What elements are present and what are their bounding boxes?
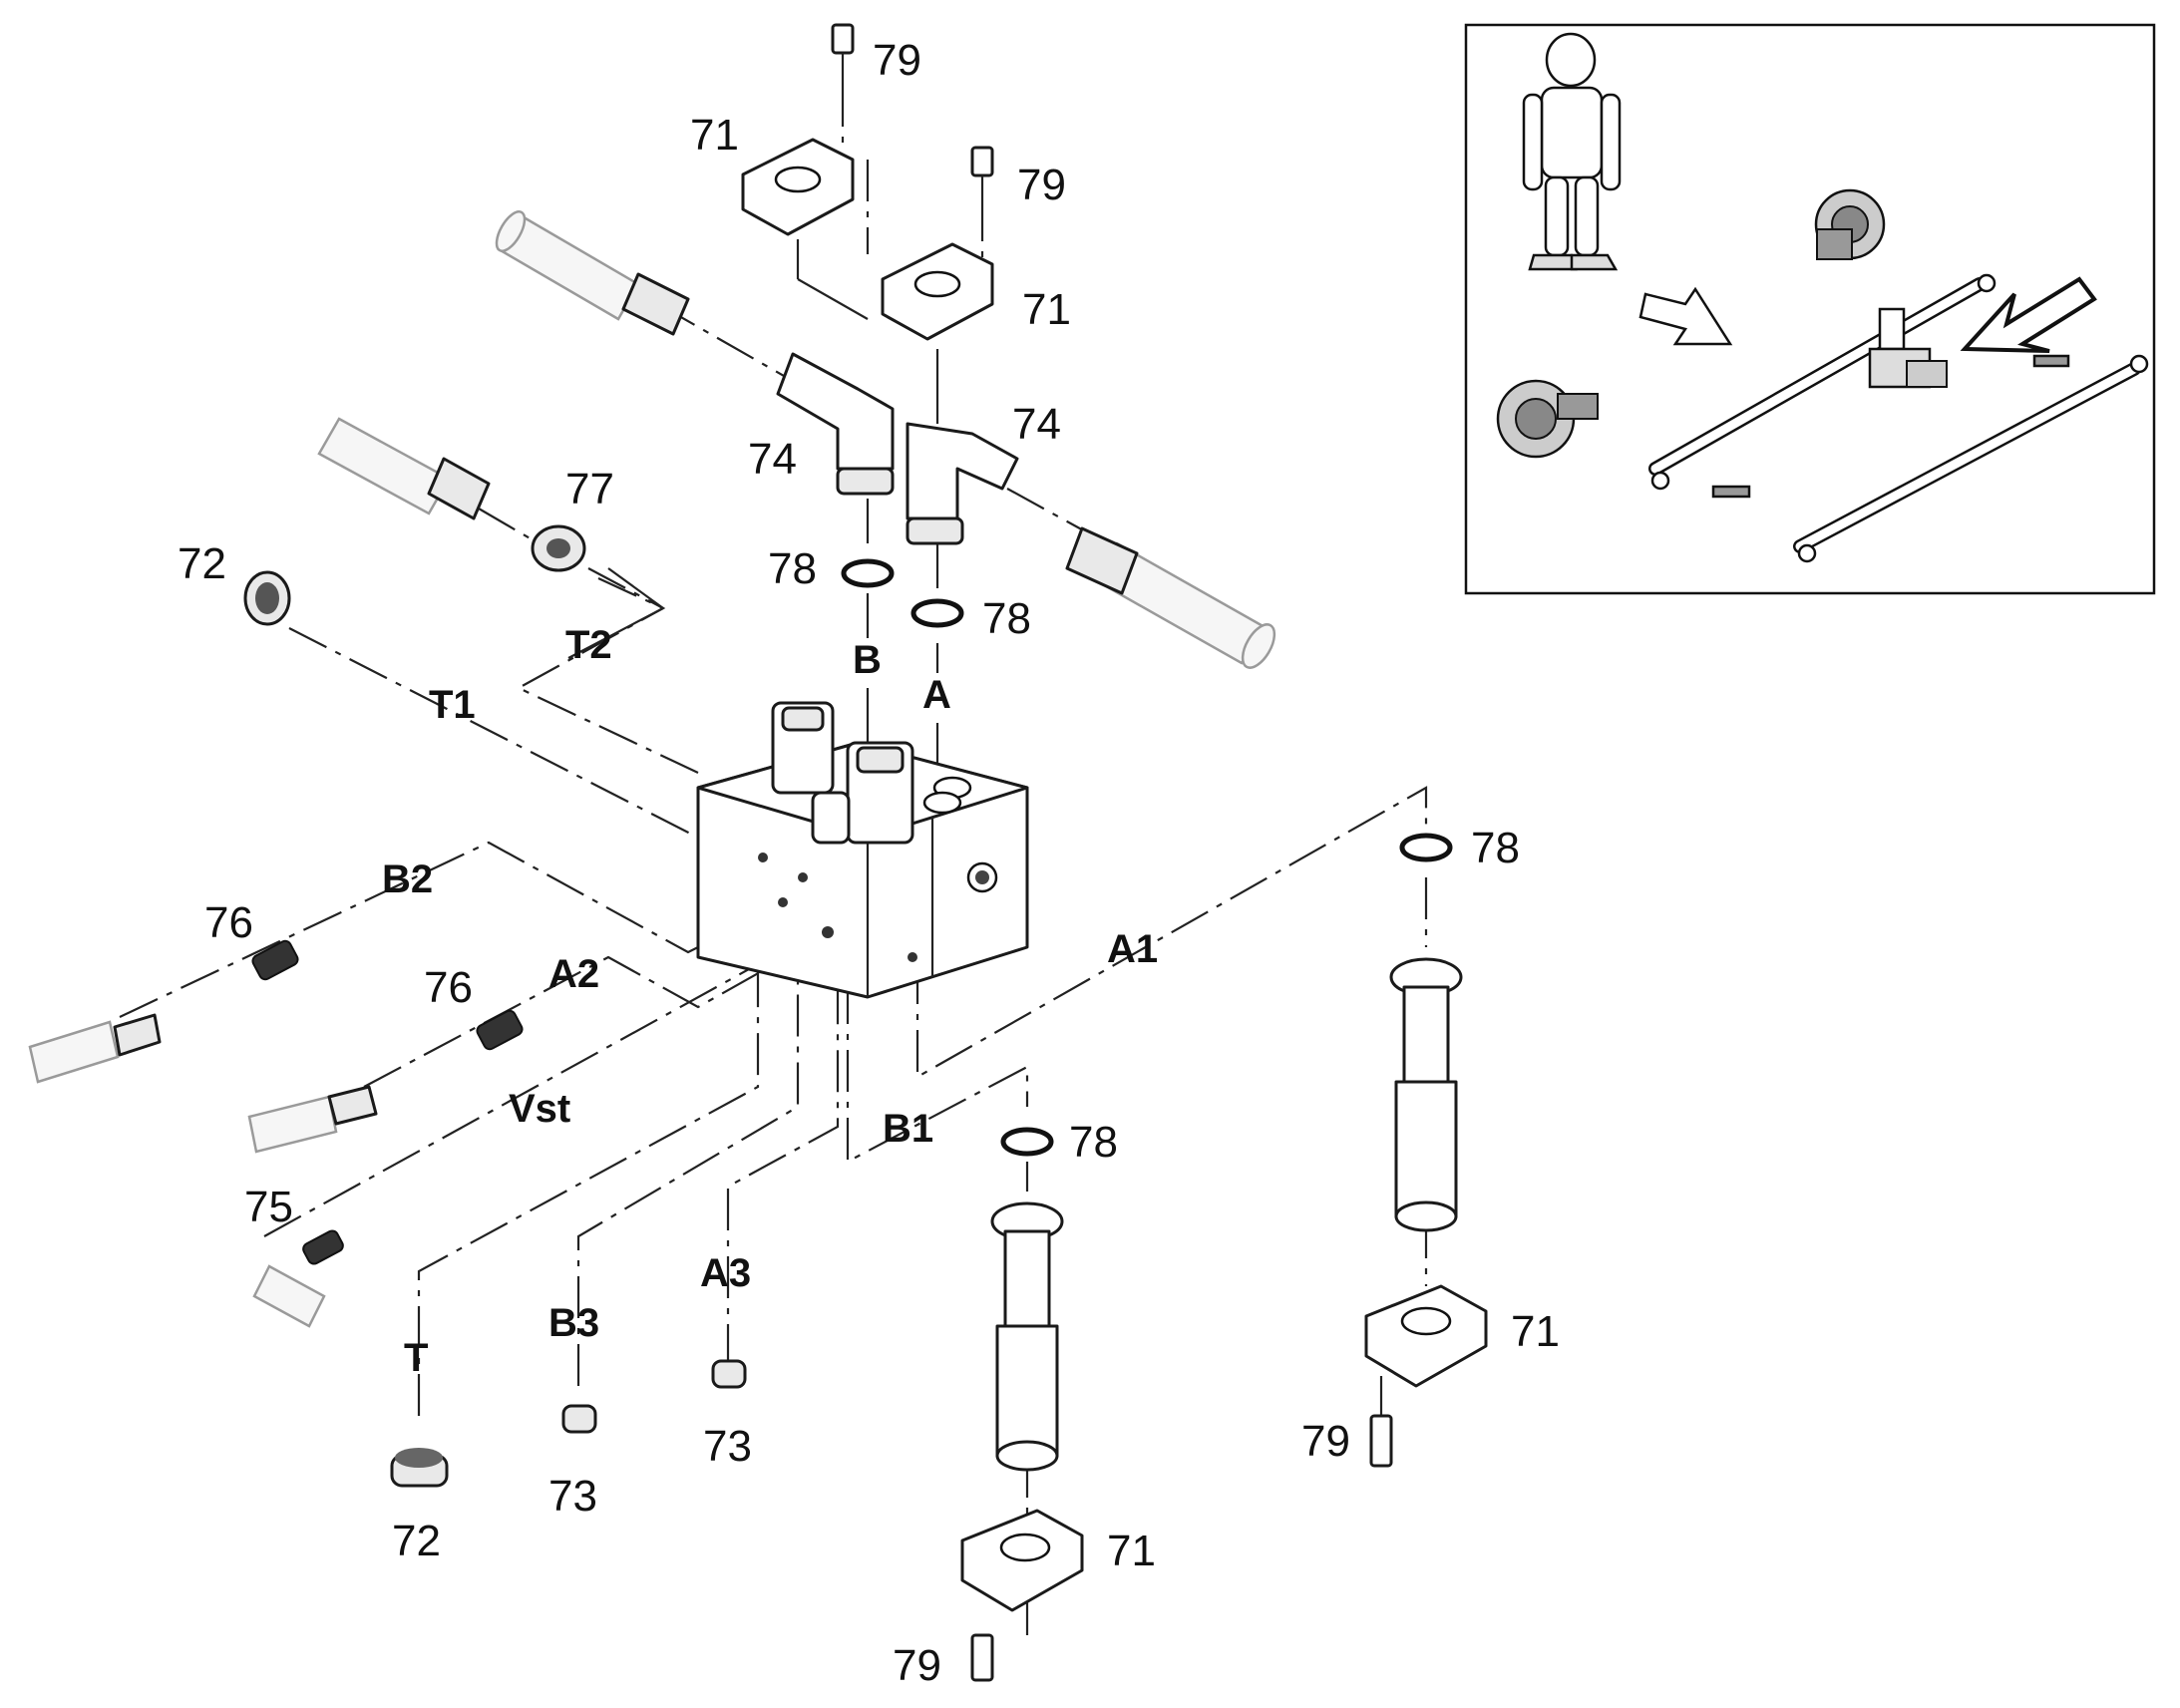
hose-upper-left [495,210,690,336]
callout-78: 78 [1471,824,1520,872]
adapter-77 [531,524,586,572]
fitting-icon [1711,354,2070,499]
port-label-A3: A3 [700,1251,751,1295]
fitting-75 [302,1229,344,1265]
elbow-fitting-74-left [776,352,895,496]
cylinder-upper [1648,273,1997,491]
callout-79: 79 [873,36,921,85]
cylinder-lower [1793,354,2149,563]
split-flange-71 [741,138,1488,1612]
port-label-A: A [922,673,951,717]
port-label-B3: B3 [548,1301,599,1345]
callout-73: 73 [703,1422,752,1471]
plug-73 [561,1359,747,1434]
port-label-A2: A2 [548,952,599,996]
callout-71: 71 [1511,1307,1560,1356]
port-label-B1: B1 [883,1107,933,1151]
callout-71: 71 [1107,1527,1156,1575]
hose-middle-left [317,417,491,520]
travel-drive-icon [1814,188,1886,260]
callout-73: 73 [548,1472,597,1521]
callout-75: 75 [244,1183,293,1231]
hose-end-ghost [28,1013,378,1328]
connection-lines [119,85,1428,1635]
fitting-76 [251,939,524,1051]
callout-72: 72 [392,1517,441,1565]
flanged-tube-a1 [1389,957,1463,1232]
callout-74: 74 [748,435,797,484]
port-label-B: B [853,638,882,682]
plug-72 [243,570,449,1488]
callout-78: 78 [1069,1118,1118,1167]
location-arrow-icon [1960,276,2097,353]
callout-76: 76 [204,898,253,947]
callout-labels: 79 71 79 71 74 74 77 72 78 78 78 76 76 7… [178,36,1560,1690]
valve-block [696,701,1029,999]
flanged-tube-b1 [990,1201,1064,1472]
port-label-A1: A1 [1107,927,1158,971]
port-label-B2: B2 [382,857,433,901]
callout-74: 74 [1012,400,1061,449]
elbow-fitting-74-right [906,422,1019,545]
callout-72: 72 [178,539,226,588]
human-figure-icon [1522,32,1622,271]
callout-76: 76 [424,963,473,1012]
callout-79: 79 [1301,1417,1350,1466]
callout-78: 78 [768,544,817,593]
direction-arrow-icon [1638,286,1733,346]
bolt-79 [831,23,1393,1682]
callout-79: 79 [893,1641,941,1690]
callout-78: 78 [982,594,1031,643]
hose-right [1065,526,1276,669]
port-label-T2: T2 [565,623,612,667]
port-label-T1: T1 [429,683,476,727]
valve-assembly-icon [1868,307,1948,389]
o-ring-78 [841,558,1453,1157]
port-label-Vst: Vst [509,1087,570,1131]
inset-overview [1464,23,2156,595]
callout-71: 71 [1022,285,1071,334]
travel-drive-icon [1496,379,1599,459]
port-label-T: T [404,1336,428,1380]
callout-79: 79 [1017,161,1066,209]
callout-71: 71 [690,111,739,160]
callout-77: 77 [565,465,614,513]
port-labels: T2 B A T1 B2 A2 A1 Vst B1 A3 B3 T [382,623,1158,1380]
